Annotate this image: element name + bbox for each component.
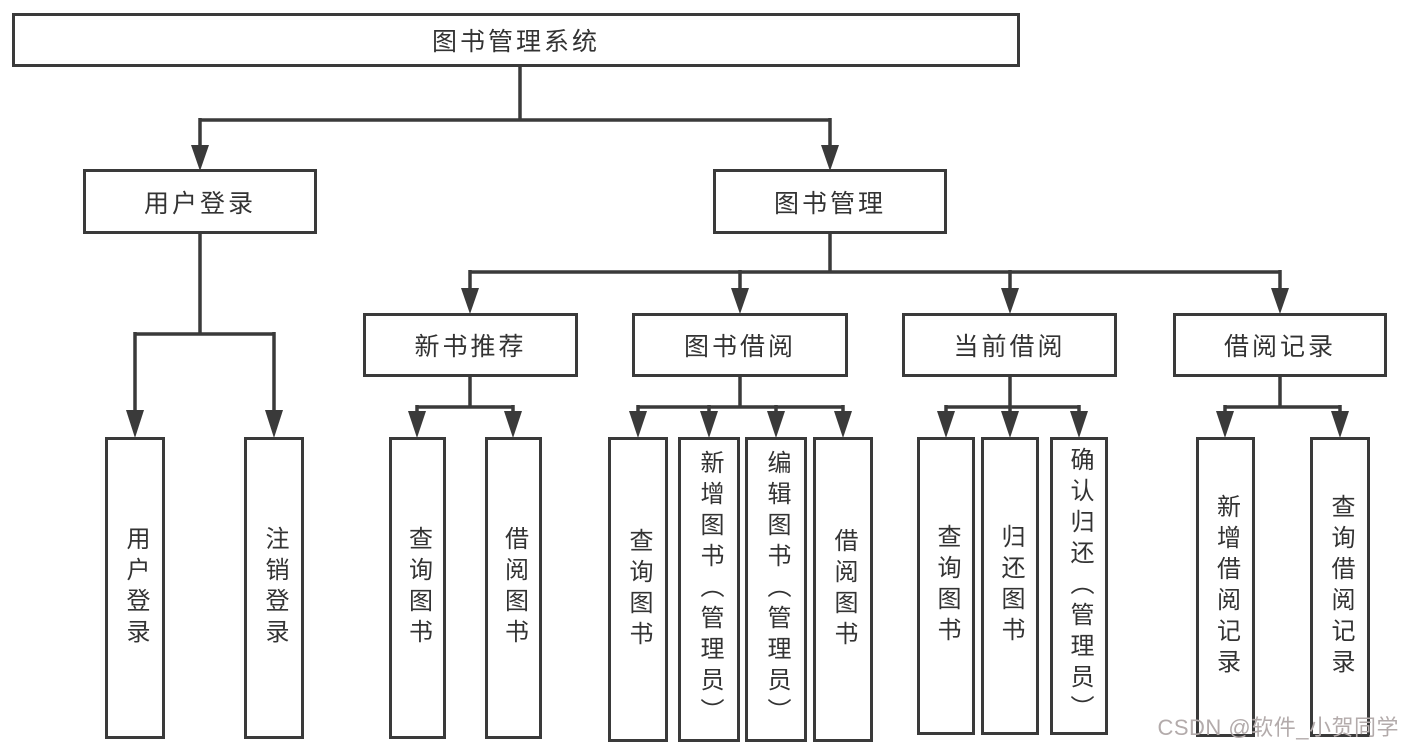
arrowhead <box>461 288 479 314</box>
node-user-login: 用户登录 <box>83 169 317 234</box>
node-book-management: 图书管理 <box>713 169 947 234</box>
arrowhead <box>265 410 283 438</box>
connector-root-split <box>198 66 832 146</box>
leaf-current-confirm-return-admin: 确认归还（管理员） <box>1050 437 1108 735</box>
arrowhead <box>126 410 144 438</box>
node-book-borrowing: 图书借阅 <box>632 313 848 377</box>
arrowhead <box>629 411 647 438</box>
connector-records-split <box>1223 376 1342 412</box>
arrowhead <box>1331 411 1349 438</box>
connector-user-login-split <box>133 231 276 412</box>
leaf-recommend-borrow-books: 借阅图书 <box>485 437 542 739</box>
arrowhead <box>1216 411 1234 438</box>
leaf-user-login: 用户登录 <box>105 437 165 739</box>
connector-book-management-split <box>468 231 1282 290</box>
node-borrowing-records: 借阅记录 <box>1173 313 1387 377</box>
connector-borrowing-split <box>636 376 845 412</box>
arrowheads <box>126 145 1349 438</box>
connector-paths <box>133 66 1342 412</box>
leaf-current-query-books: 查询图书 <box>917 437 975 735</box>
connector-recommendation-split <box>415 376 515 412</box>
arrowhead <box>1271 288 1289 314</box>
watermark: CSDN @软件_小贺同学 <box>1157 715 1399 740</box>
node-root: 图书管理系统 <box>12 13 1020 67</box>
arrowhead <box>937 411 955 438</box>
node-current-borrowing: 当前借阅 <box>902 313 1117 377</box>
arrowhead <box>1001 411 1019 438</box>
arrowhead <box>700 411 718 438</box>
leaf-records-add-record: 新增借阅记录 <box>1196 437 1255 737</box>
arrowhead <box>1070 411 1088 438</box>
arrowhead <box>504 411 522 438</box>
connector-current-split <box>944 376 1081 412</box>
leaf-records-query-record: 查询借阅记录 <box>1310 437 1370 737</box>
leaf-borrowing-add-books-admin: 新增图书（管理员） <box>678 437 740 742</box>
arrowhead <box>821 145 839 171</box>
arrowhead <box>834 411 852 438</box>
node-new-book-recommendation: 新书推荐 <box>363 313 578 377</box>
arrowhead <box>1001 288 1019 314</box>
leaf-borrowing-borrow-books: 借阅图书 <box>813 437 873 742</box>
leaf-borrowing-edit-books-admin: 编辑图书（管理员） <box>745 437 807 742</box>
arrowhead <box>731 288 749 314</box>
leaf-recommend-query-books: 查询图书 <box>389 437 446 739</box>
arrowhead <box>408 411 426 438</box>
arrowhead <box>767 411 785 438</box>
leaf-current-return-books: 归还图书 <box>981 437 1039 735</box>
leaf-borrowing-query-books: 查询图书 <box>608 437 668 742</box>
arrowhead <box>191 145 209 171</box>
leaf-logout: 注销登录 <box>244 437 304 739</box>
